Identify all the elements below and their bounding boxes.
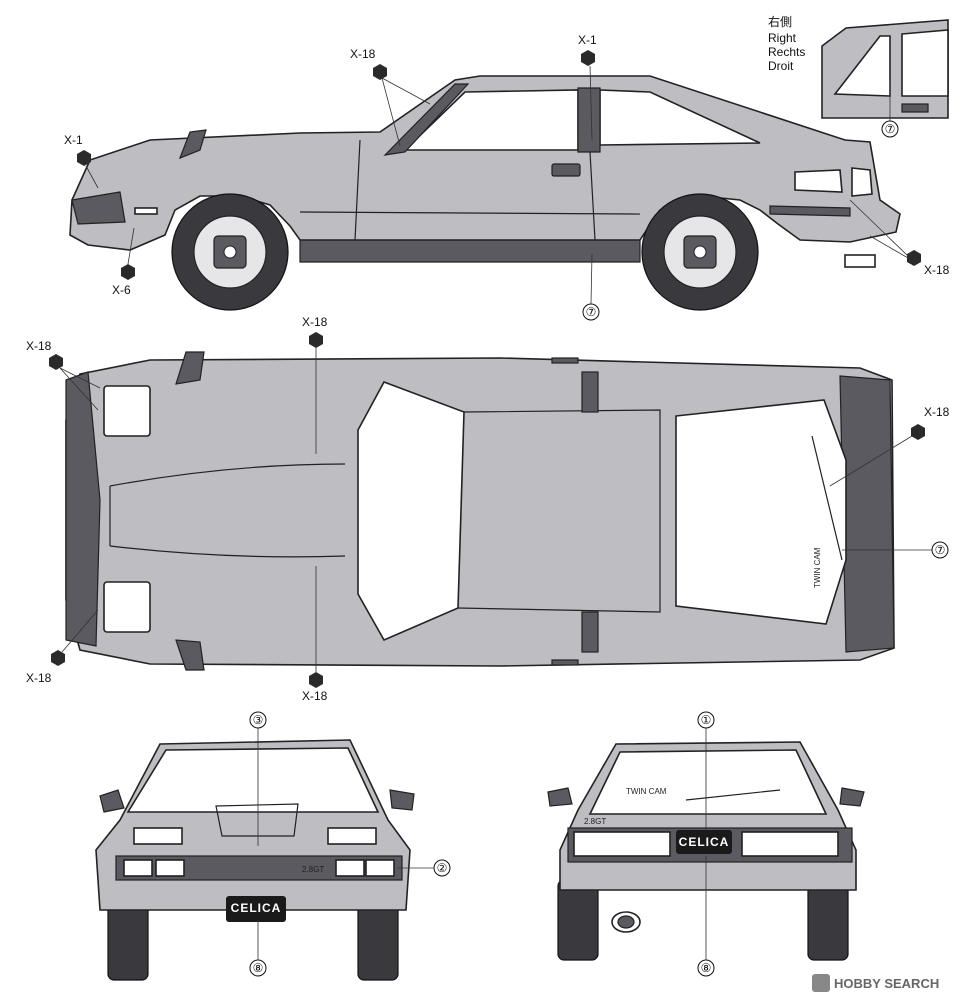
mark-label: X-18 — [302, 315, 328, 329]
front-badge: 2.8GT — [302, 865, 324, 874]
mark-label: X-18 — [26, 339, 52, 353]
mark-label: X-18 — [350, 47, 376, 61]
legend-fr: Droit — [768, 59, 794, 73]
watermark: HOBBY SEARCH — [812, 974, 939, 992]
rear-window — [675, 399, 847, 625]
callout-number: ⑦ — [935, 543, 946, 557]
callout-number: ② — [437, 861, 448, 875]
front-view: 2.8GT CELICA — [95, 739, 415, 981]
side-view — [69, 75, 901, 311]
rear-callouts: ① ⑧ — [697, 711, 715, 977]
mark-label: X-18 — [26, 671, 52, 685]
marker-hex-icon — [581, 50, 595, 66]
watermark-text: HOBBY SEARCH — [834, 976, 939, 991]
marker-hex-icon — [49, 354, 63, 370]
twin-cam-decal: TWIN CAM — [813, 547, 822, 588]
marker-hex-icon — [77, 150, 91, 166]
rear-wheel — [641, 193, 759, 311]
mark-label: X-6 — [112, 283, 131, 297]
legend-jp: 右側 — [768, 14, 792, 29]
side-markers: X-18 X-1 X-1 X-6 X-18 ⑦ — [64, 33, 950, 321]
windshield — [357, 381, 465, 642]
rear-plate: CELICA — [679, 835, 730, 849]
callout-number: ① — [701, 713, 712, 727]
mark-label: X-1 — [578, 33, 597, 47]
marker-hex-icon — [373, 64, 387, 80]
mark-label: X-1 — [64, 133, 83, 147]
front-wheel — [171, 193, 289, 311]
legend-de: Rechts — [768, 45, 805, 59]
mark-label: X-18 — [924, 263, 950, 277]
right-side-inset: 右側 Right Rechts Droit ⑦ — [768, 14, 949, 138]
rear-view: TWIN CAM 2.8GT CELICA — [547, 741, 865, 961]
top-view: TWIN CAM — [65, 351, 895, 671]
marker-hex-icon — [309, 672, 323, 688]
callout-number: ⑧ — [253, 961, 264, 975]
marker-hex-icon — [51, 650, 65, 666]
rear-twin-cam-decal: TWIN CAM — [626, 787, 667, 796]
marker-hex-icon — [309, 332, 323, 348]
marker-hex-icon — [907, 250, 921, 266]
mark-label: X-18 — [924, 405, 950, 419]
callout-number: ⑦ — [885, 122, 896, 136]
front-plate: CELICA — [231, 901, 282, 915]
callout-number: ③ — [253, 713, 264, 727]
legend-en: Right — [768, 31, 797, 45]
callout-number: ⑧ — [701, 961, 712, 975]
logo-icon — [812, 974, 830, 992]
callout-number: ⑦ — [586, 305, 597, 319]
mark-label: X-18 — [302, 689, 328, 703]
marker-hex-icon — [121, 264, 135, 280]
rear-badge: 2.8GT — [584, 817, 606, 826]
top-markers: X-18 X-18 X-18 X-18 X-18 ⑦ — [26, 315, 950, 703]
front-callouts: ③ ② ⑧ — [249, 711, 451, 977]
marker-hex-icon — [911, 424, 925, 440]
